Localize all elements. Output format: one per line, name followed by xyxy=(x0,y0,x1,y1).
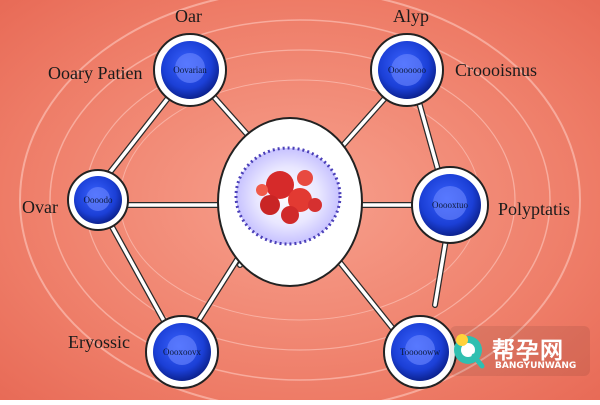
node-bottom-left-text: Oooxoovx xyxy=(163,347,201,357)
node-top-left-text: Oovarian xyxy=(173,65,207,75)
label-eryossic: Eryossic xyxy=(68,332,130,352)
node-bottom-right-text: Toooooww xyxy=(400,347,441,357)
node-mid-left[interactable]: Oooodo xyxy=(67,169,129,231)
center-cell xyxy=(217,117,363,287)
node-top-left[interactable]: Oovarian xyxy=(153,33,227,107)
label-polyptatis: Polyptatis xyxy=(498,199,571,219)
node-bottom-right[interactable]: Toooooww xyxy=(383,315,457,389)
label-croooisnus: Croooisnus xyxy=(455,60,538,80)
node-top-right-text: Oooooooo xyxy=(388,65,426,75)
node-mid-left-text: Oooodo xyxy=(84,195,113,205)
label-ovar: Ovar xyxy=(22,197,58,217)
node-bottom-left[interactable]: Oooxoovx xyxy=(145,315,219,389)
watermark-subtitle: BANGYUNWANG xyxy=(495,361,577,371)
node-mid-right-text: Ooooxtuo xyxy=(432,200,469,210)
node-top-right[interactable]: Oooooooo xyxy=(370,33,444,107)
label-alyp: Alyp xyxy=(393,6,429,26)
watermark-title: 帮孕网 xyxy=(492,338,564,364)
label-oar: Oar xyxy=(175,6,202,26)
node-mid-right[interactable]: Ooooxtuo xyxy=(411,166,489,244)
watermark-badge xyxy=(450,326,590,376)
label-ooary-patien: Ooary Patien xyxy=(48,63,143,83)
